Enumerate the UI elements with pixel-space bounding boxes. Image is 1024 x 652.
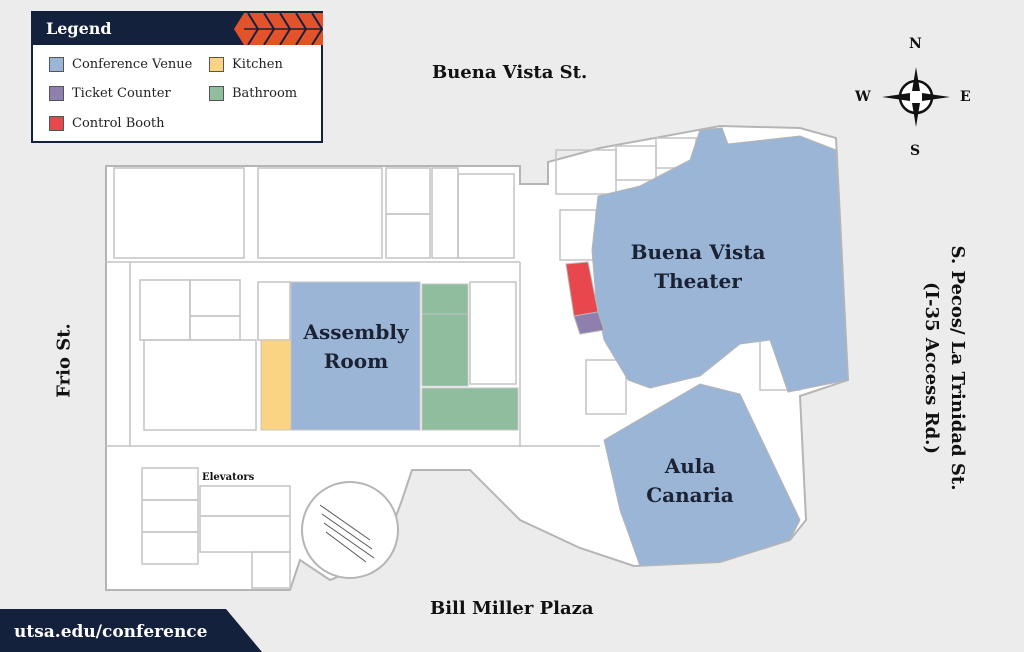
legend-label: Bathroom: [232, 86, 298, 101]
elevators-label: Elevators: [202, 472, 255, 483]
interior-walls: [106, 137, 801, 589]
street-north: Buena Vista St.: [432, 62, 588, 83]
footer-band: [0, 609, 262, 652]
legend-item-ticket-counter: Ticket Counter: [49, 86, 171, 101]
legend-label: Conference Venue: [72, 57, 193, 72]
compass-rose-icon: [882, 67, 950, 127]
legend-header: Legend: [33, 13, 323, 45]
compass-east-label: E: [960, 89, 971, 105]
street-east-line1: S. Pecos/ La Trinidad St.: [947, 245, 968, 491]
ticket-counter-area: [573, 311, 605, 335]
colored-areas: [260, 127, 849, 567]
footer-url-link[interactable]: utsa.edu/conference: [14, 622, 208, 642]
bathroom-area-3: [421, 387, 519, 431]
aula-canaria-area: [603, 383, 801, 567]
street-east: S. Pecos/ La Trinidad St. (I-35 Access R…: [918, 238, 970, 498]
legend-item-kitchen: Kitchen: [209, 57, 283, 72]
compass-north-label: N: [909, 36, 922, 52]
swatch-conference-venue: [49, 57, 64, 72]
street-east-line2: (I-35 Access Rd.): [921, 282, 942, 454]
map-legend: Legend Conference Venue Kitchen Ticket C…: [31, 11, 323, 143]
aula-label-line1: Aula: [664, 454, 716, 478]
assembly-room-label-line1: Assembly: [303, 320, 409, 344]
swatch-kitchen: [209, 57, 224, 72]
swatch-control-booth: [49, 116, 64, 131]
legend-label: Ticket Counter: [72, 86, 171, 101]
legend-label: Kitchen: [232, 57, 283, 72]
swatch-bathroom: [209, 86, 224, 101]
legend-title: Legend: [46, 19, 112, 38]
street-west: Frio St.: [53, 323, 75, 398]
bathroom-area-1: [421, 283, 469, 315]
legend-item-control-booth: Control Booth: [49, 116, 165, 131]
aula-canaria-label: Aula Canaria: [640, 452, 740, 510]
legend-item-conference-venue: Conference Venue: [49, 57, 192, 72]
bathroom-area-2: [421, 313, 469, 387]
legend-label: Control Booth: [72, 116, 165, 131]
legend-item-bathroom: Bathroom: [209, 86, 297, 101]
compass-west-label: W: [855, 89, 871, 105]
theater-label-line1: Buena Vista: [630, 240, 766, 264]
legend-chevron-pattern-icon: [234, 13, 323, 45]
street-south: Bill Miller Plaza: [430, 598, 594, 619]
theater-label-line2: Theater: [654, 269, 742, 293]
theater-area: [591, 127, 849, 393]
assembly-room-area: [290, 281, 421, 431]
assembly-room-label-line2: Room: [323, 349, 389, 373]
kitchen-area: [260, 339, 292, 431]
swatch-ticket-counter: [49, 86, 64, 101]
compass-south-label: S: [910, 143, 921, 159]
aula-label-line2: Canaria: [646, 483, 734, 507]
rotunda: [301, 481, 399, 579]
assembly-room-label: Assembly Room: [296, 318, 416, 376]
buena-vista-theater-label: Buena Vista Theater: [628, 238, 768, 296]
